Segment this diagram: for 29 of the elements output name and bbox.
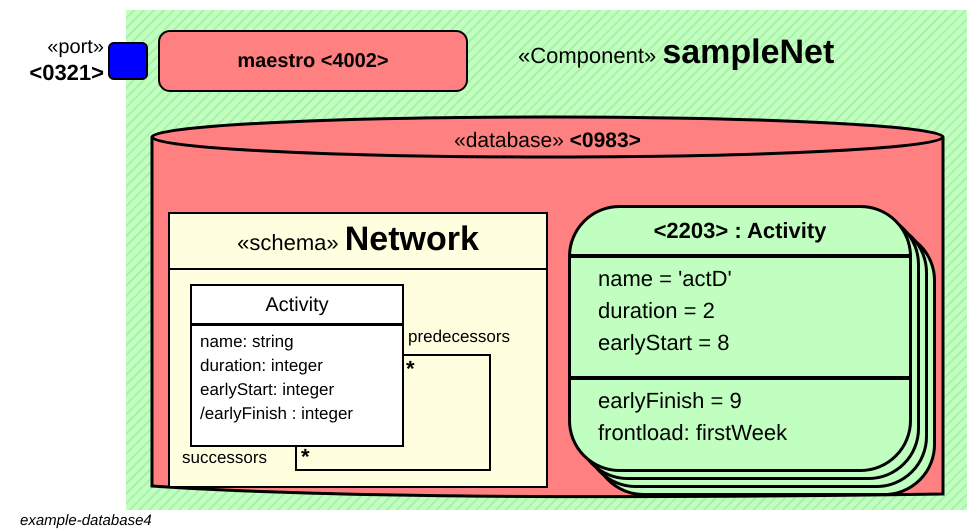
schema-title: «schema» Network <box>237 219 479 260</box>
object-title: <2203> : Activity <box>654 217 826 245</box>
schema-package <box>168 212 548 488</box>
attribute-text: earlyStart: integer <box>200 379 334 401</box>
diagram-caption: example-database4 <box>20 511 152 530</box>
component-region <box>126 10 967 510</box>
database-label: «database» <0983> <box>454 128 641 154</box>
self-association-line <box>295 354 491 471</box>
attribute-text: name: string <box>200 331 294 353</box>
component-name: maestro <4002> <box>237 49 389 74</box>
object-stack <box>568 205 936 496</box>
component-title: «Component» sampleNet <box>518 32 834 73</box>
database-cylinder <box>150 115 945 500</box>
component-box <box>158 30 468 92</box>
attribute-text: /earlyFinish : integer <box>200 403 354 425</box>
slot-value: name = 'actD' <box>598 265 732 293</box>
slot-value: duration = 2 <box>598 297 715 325</box>
attribute-text: duration: integer <box>200 355 323 377</box>
class-box <box>190 284 404 447</box>
multiplicity: * <box>406 358 415 380</box>
role-name: predecessors <box>408 326 510 348</box>
slot-value: earlyFinish = 9 <box>598 387 742 415</box>
port-label: «port» <0321> <box>28 35 104 87</box>
role-name: successors <box>182 447 268 469</box>
multiplicity: * <box>301 446 310 468</box>
slot-value: earlyStart = 8 <box>598 329 730 357</box>
port-square <box>108 42 148 80</box>
class-name: Activity <box>265 292 329 318</box>
slot-value: frontload: firstWeek <box>598 419 788 447</box>
